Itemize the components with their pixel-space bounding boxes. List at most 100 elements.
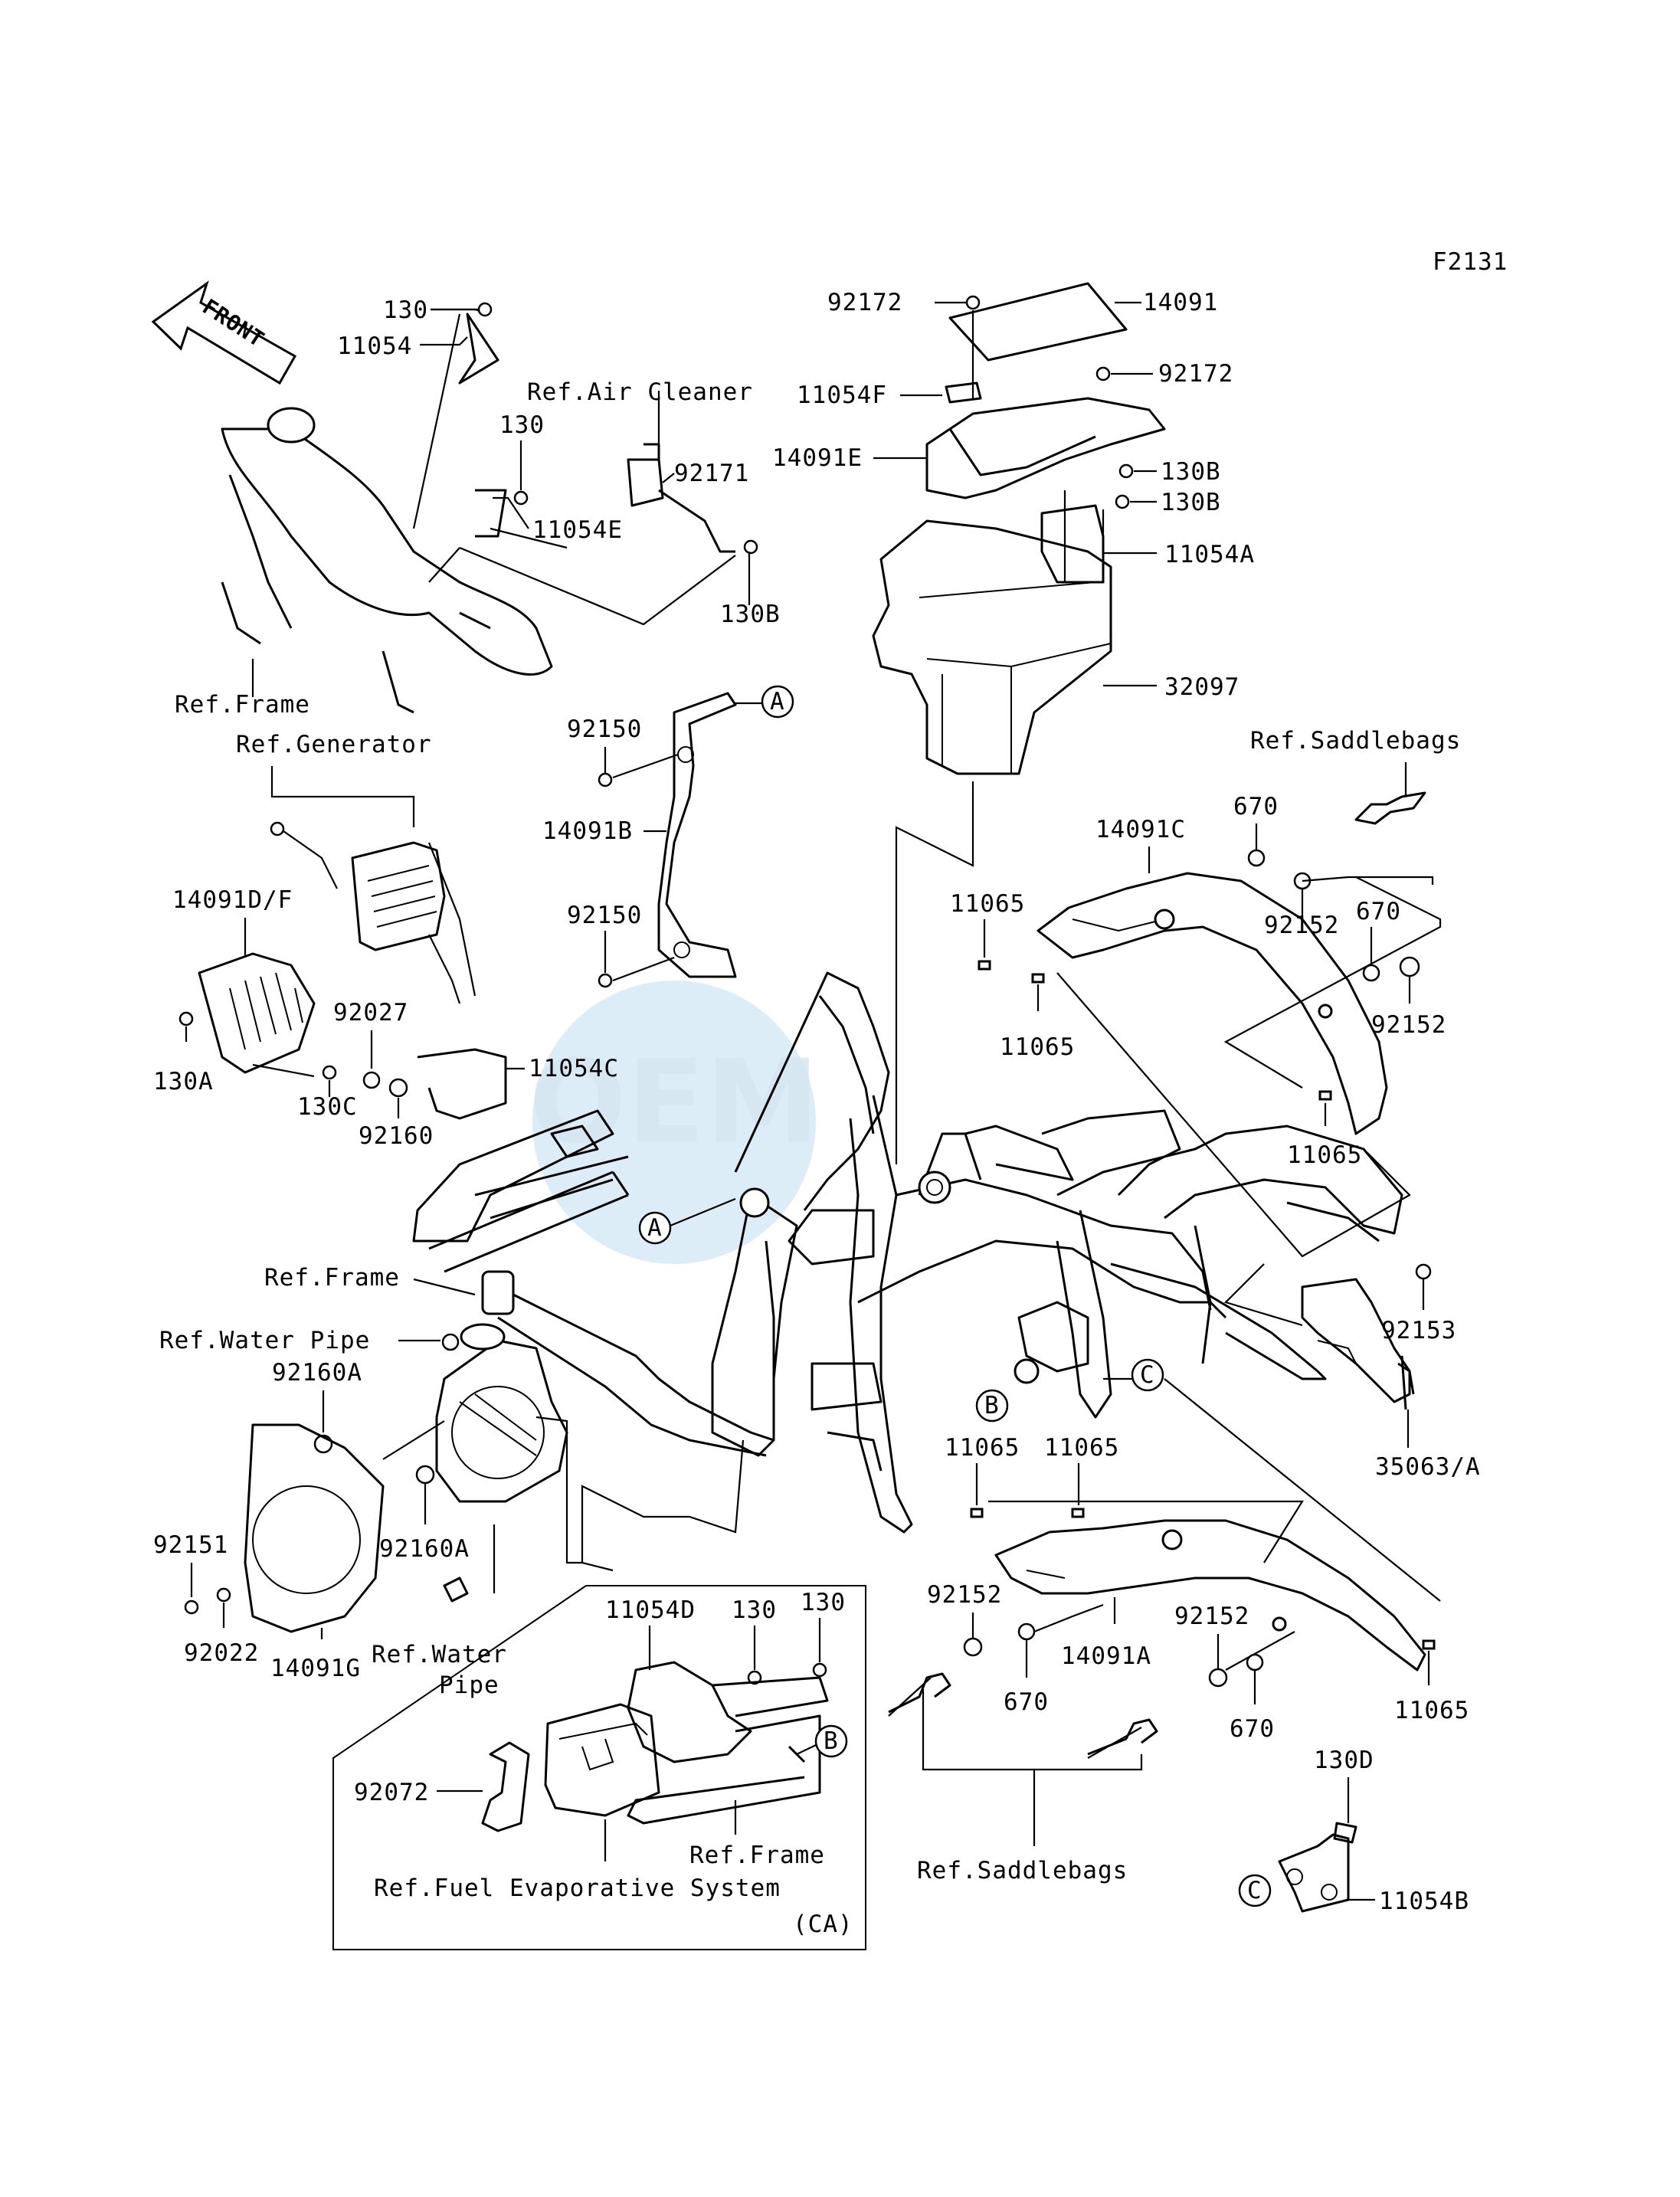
label-11054B: 11054B	[1379, 1888, 1469, 1915]
label-92072: 92072	[354, 1779, 429, 1806]
label-11065-f: 11065	[1394, 1697, 1469, 1724]
label-130C: 130C	[297, 1093, 358, 1121]
fender-14091C	[1036, 872, 1388, 1135]
label-130B-left: 130B	[720, 601, 781, 628]
label-ref-saddlebags-top: Ref.Saddlebags	[1250, 727, 1461, 755]
water-pump-cover	[435, 1339, 568, 1503]
label-11054C: 11054C	[529, 1055, 619, 1082]
label-14091: 14091	[1143, 289, 1218, 316]
label-130B-r1: 130B	[1161, 458, 1221, 486]
canister-bracket-11054D	[627, 1661, 752, 1763]
label-11065-a: 11065	[950, 890, 1025, 918]
canister	[544, 1703, 660, 1817]
label-35063A: 35063/A	[1375, 1453, 1481, 1481]
label-11065-c: 11065	[1287, 1141, 1362, 1169]
label-92160A-top: 92160A	[272, 1359, 362, 1387]
label-130A: 130A	[153, 1068, 214, 1095]
bracket-11054A	[1040, 504, 1105, 584]
marker-A2-label: A	[647, 1214, 663, 1242]
label-11054: 11054	[337, 332, 412, 360]
marker-B2	[814, 1724, 848, 1758]
label-11054E: 11054E	[532, 516, 623, 544]
label-ref-water: Ref.Water	[372, 1641, 507, 1668]
bracket-11054C	[417, 1048, 507, 1120]
label-130-mid: 130	[499, 411, 545, 439]
label-92150-bot: 92150	[567, 902, 642, 929]
label-92160: 92160	[359, 1122, 434, 1150]
label-130-box1: 130	[732, 1596, 777, 1624]
cover-14091	[948, 282, 1128, 362]
label-670-b: 670	[1356, 898, 1401, 925]
marker-C1	[1131, 1358, 1164, 1392]
label-130D: 130D	[1314, 1747, 1374, 1774]
marker-B1-label: B	[984, 1392, 1000, 1419]
label-92151: 92151	[153, 1531, 228, 1559]
label-92152-b: 92152	[1371, 1011, 1446, 1039]
tray-14091E	[925, 397, 1166, 499]
figure-code: F2131	[1433, 248, 1508, 276]
fender-14091A	[994, 1519, 1426, 1671]
marker-C2	[1238, 1874, 1272, 1907]
label-11065-d: 11065	[945, 1434, 1020, 1462]
label-11054F: 11054F	[797, 381, 887, 409]
label-92152-c: 92152	[927, 1581, 1002, 1609]
label-ref-frame-box: Ref.Frame	[689, 1842, 825, 1869]
strap-92072	[481, 1741, 530, 1832]
label-ref-water-pipe-top: Ref.Water Pipe	[159, 1327, 370, 1354]
label-11065-e: 11065	[1044, 1434, 1119, 1462]
marker-B2-label: B	[824, 1727, 839, 1755]
saddlebag-stud-left	[888, 1672, 951, 1714]
marker-C2-label: C	[1247, 1877, 1262, 1904]
label-pipe: Pipe	[439, 1671, 499, 1699]
bracket-11054E	[475, 489, 507, 538]
label-14091A: 14091A	[1061, 1642, 1151, 1670]
frame-tube-box	[627, 1714, 821, 1825]
label-ref-frame-mid: Ref.Frame	[264, 1264, 400, 1292]
label-670-a: 670	[1233, 793, 1279, 820]
label-14091E: 14091E	[772, 444, 863, 472]
label-ref-generator: Ref.Generator	[236, 731, 432, 758]
cover-14091DF	[198, 952, 316, 1074]
label-14091DF: 14091D/F	[172, 886, 293, 914]
label-14091B: 14091B	[542, 817, 633, 845]
marker-C1-label: C	[1140, 1361, 1155, 1389]
ca-box	[332, 1585, 866, 1950]
label-14091C: 14091C	[1095, 816, 1186, 843]
label-92153: 92153	[1381, 1317, 1456, 1344]
tube-left	[428, 1171, 630, 1273]
bracket-35063	[1301, 1278, 1411, 1403]
label-130B-r2: 130B	[1161, 489, 1221, 516]
regulator	[351, 841, 446, 951]
label-670-d: 670	[1230, 1715, 1275, 1743]
saddlebag-stud-right	[1087, 1718, 1158, 1756]
label-ref-frame-top: Ref.Frame	[175, 691, 310, 719]
bracket-11054B	[1278, 1833, 1350, 1913]
marker-B1	[975, 1389, 1009, 1423]
battery-case-32097	[872, 519, 1112, 775]
label-ref-saddlebags-bot: Ref.Saddlebags	[917, 1857, 1128, 1884]
label-92152-a: 92152	[1264, 912, 1339, 939]
label-ca: (CA)	[793, 1911, 853, 1938]
label-92171: 92171	[674, 460, 749, 487]
label-32097: 32097	[1164, 673, 1240, 701]
marker-A1-label: A	[770, 688, 785, 715]
label-ref-air-cleaner: Ref.Air Cleaner	[527, 378, 753, 406]
label-ref-fuel: Ref.Fuel Evaporative System	[374, 1874, 781, 1902]
label-92027: 92027	[333, 999, 408, 1026]
label-670-c: 670	[1004, 1688, 1049, 1716]
watermark-logo: OEM	[529, 981, 820, 1264]
label-92022: 92022	[184, 1639, 259, 1667]
label-92172-left: 92172	[827, 289, 902, 316]
bracket-14091B	[657, 692, 737, 978]
label-92150-top: 92150	[567, 715, 642, 743]
label-11054D: 11054D	[605, 1596, 696, 1624]
front-arrow-icon: FRONT	[151, 280, 297, 385]
label-92160A-bot: 92160A	[379, 1535, 470, 1563]
marker-A2	[638, 1211, 672, 1245]
bracket-11054	[458, 313, 499, 385]
label-92152-d: 92152	[1174, 1603, 1249, 1630]
label-130: 130	[383, 296, 428, 324]
frame-front-section	[221, 407, 553, 714]
label-11065-b: 11065	[1000, 1033, 1075, 1061]
